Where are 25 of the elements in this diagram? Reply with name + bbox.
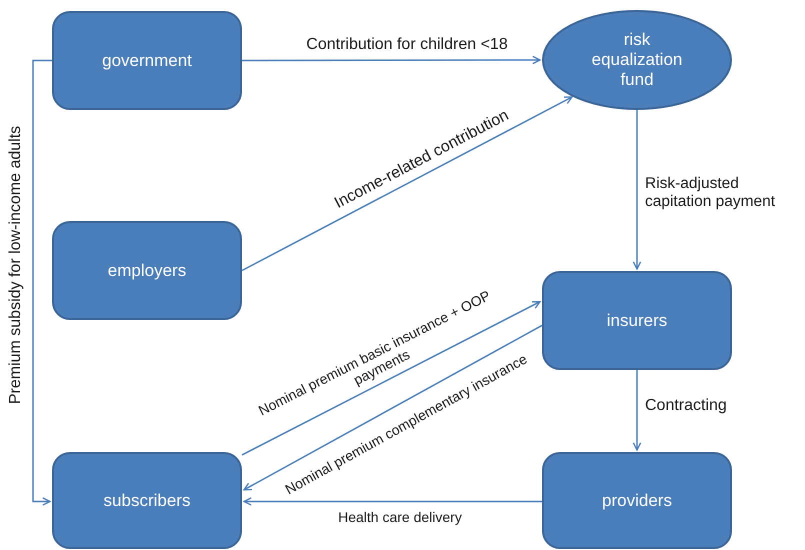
node-label: providers — [602, 490, 672, 510]
process-box — [542, 271, 732, 370]
node-label: subscribers — [104, 490, 190, 510]
edge-label: Health care delivery — [337, 508, 463, 526]
process-box — [52, 452, 242, 549]
arrow — [632, 110, 642, 270]
edge-label: Contribution for children <18 — [305, 36, 509, 54]
arrow — [243, 497, 542, 506]
node-label: risk equalization fund — [590, 30, 684, 90]
process-box — [52, 11, 242, 110]
arrow — [242, 56, 541, 64]
process-box — [542, 452, 732, 549]
edge-label: Premium subsidy for low-income adults — [6, 124, 25, 406]
node-label: employers — [108, 260, 186, 280]
arrow — [243, 324, 542, 490]
node-label: government — [102, 50, 192, 70]
edge-label: Contracting — [645, 397, 728, 416]
arrow — [242, 96, 573, 272]
arrow — [632, 370, 642, 451]
fund-ellipse — [542, 10, 732, 110]
arrow — [32, 60, 52, 506]
edge-label: Risk-adjusted capitation payment — [645, 175, 776, 211]
arrow — [242, 301, 541, 456]
node-label: insurers — [606, 310, 668, 330]
process-box — [52, 221, 242, 320]
